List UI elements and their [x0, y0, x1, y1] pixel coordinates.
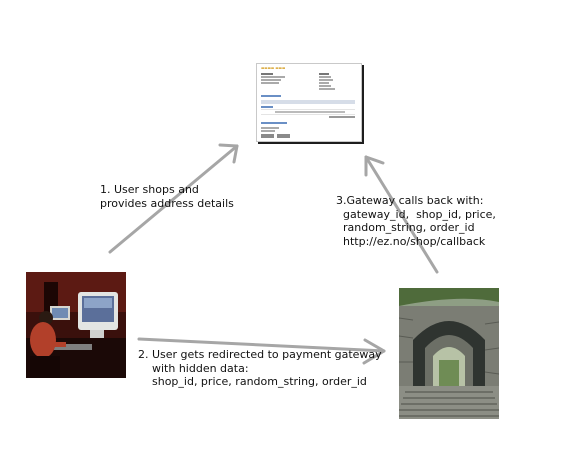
thumb-section-label: [261, 95, 281, 97]
arrow-user-to-gateway: [137, 337, 386, 365]
thumb-summary-lines: [261, 127, 355, 132]
thumb-table-row: [261, 111, 355, 115]
step-2-label: 2. User gets redirected to payment gatew…: [138, 348, 382, 388]
step-1-label: 1. User shops and provides address detai…: [100, 183, 234, 210]
stone-archway-gateway-photo: [399, 288, 499, 419]
order-page-thumbnail: ▬▬▬▬ ▬▬▬: [256, 63, 362, 142]
thumb-shipping-block: [319, 73, 349, 90]
thumb-title-line: ▬▬▬▬ ▬▬▬: [261, 66, 286, 70]
thumb-button: [261, 134, 274, 138]
arrow-gateway-to-shop: [364, 155, 439, 274]
person-at-computer-photo: [26, 272, 126, 378]
thumb-address-block: [261, 73, 291, 84]
thumb-table-total: [261, 116, 355, 119]
step-3-label: 3.Gateway calls back with: gateway_id, s…: [336, 194, 496, 248]
thumb-table-row: [261, 106, 355, 110]
thumb-section-label: [261, 122, 287, 124]
arrow-user-to-shop: [108, 143, 239, 254]
thumb-button: [277, 134, 290, 138]
thumb-table-header: [261, 100, 355, 104]
